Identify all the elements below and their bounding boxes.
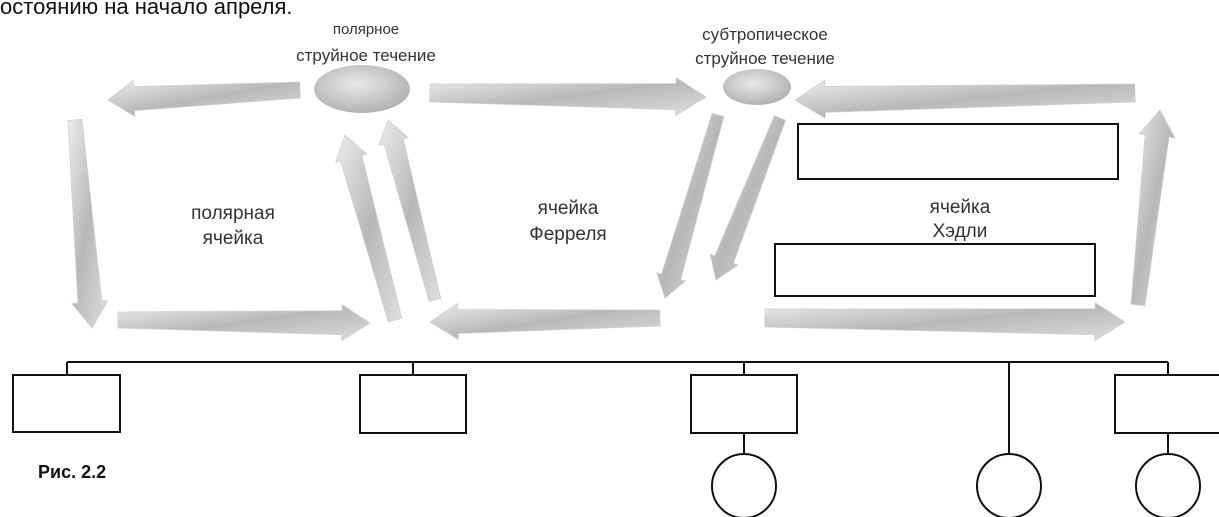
polar-cell-label-line2: ячейка [203, 228, 264, 249]
answer-box-lower[interactable] [774, 243, 1096, 297]
answer-circle-2[interactable] [976, 453, 1042, 517]
ferrel-cell-label-line2: Ферреля [529, 224, 606, 245]
answer-circle-1[interactable] [711, 453, 777, 517]
answer-circle-3[interactable] [1135, 453, 1201, 517]
arrow-hadley-bottom-right [764, 301, 1126, 342]
polar-jet-ellipse [314, 65, 410, 113]
arrow-subtrop-sink-2 [709, 115, 787, 281]
polar-jet-label: полярное струйное течение [296, 21, 436, 65]
answer-box-bottom-1[interactable] [12, 374, 121, 433]
answer-box-bottom-5[interactable] [1114, 374, 1219, 434]
bottom-structure [12, 361, 1219, 517]
answer-box-bottom-3[interactable] [690, 374, 798, 434]
arrow-hadley-top-left [794, 79, 1136, 120]
arrow-polar-left-down [67, 118, 109, 329]
subtropical-jet-label-line2: струйное течение [695, 49, 835, 68]
answer-box-upper[interactable] [797, 123, 1119, 180]
arrow-polar-top-left [107, 79, 301, 118]
top-text-fragment: остоянию на начало апреля. [0, 0, 293, 19]
circulation-arrows [67, 76, 1176, 342]
polar-cell-label-line1: полярная [191, 203, 275, 224]
polar-cell-label: полярная ячейка [191, 203, 275, 249]
arrow-polar-bottom-right [117, 303, 371, 342]
answer-box-bottom-2[interactable] [359, 374, 467, 434]
hadley-cell-label-line2: Хэдли [933, 221, 988, 242]
arrow-hadley-right-rise [1130, 109, 1176, 307]
ferrel-cell-label-line1: ячейка [538, 198, 599, 219]
subtropical-jet-label-line1: субтропическое [702, 25, 828, 44]
subtropical-jet-ellipse [723, 69, 791, 105]
arrow-ferrel-top-right [429, 76, 707, 117]
figure-caption: Рис. 2.2 [38, 462, 106, 482]
subtropical-jet-label: субтропическое струйное течение [695, 25, 835, 68]
arrow-subtrop-sink-1 [656, 112, 725, 299]
ferrel-cell-label: ячейка Ферреля [529, 198, 606, 245]
hadley-cell-label-line1: ячейка [930, 197, 991, 218]
polar-jet-label-line2: струйное течение [296, 46, 436, 65]
arrow-ferrel-bottom-left [429, 302, 661, 341]
hadley-cell-label: ячейка Хэдли [930, 197, 991, 242]
arrow-polar-rise-2 [378, 119, 442, 302]
arrow-polar-rise-1 [335, 134, 403, 323]
polar-jet-label-line1: полярное [333, 21, 399, 38]
